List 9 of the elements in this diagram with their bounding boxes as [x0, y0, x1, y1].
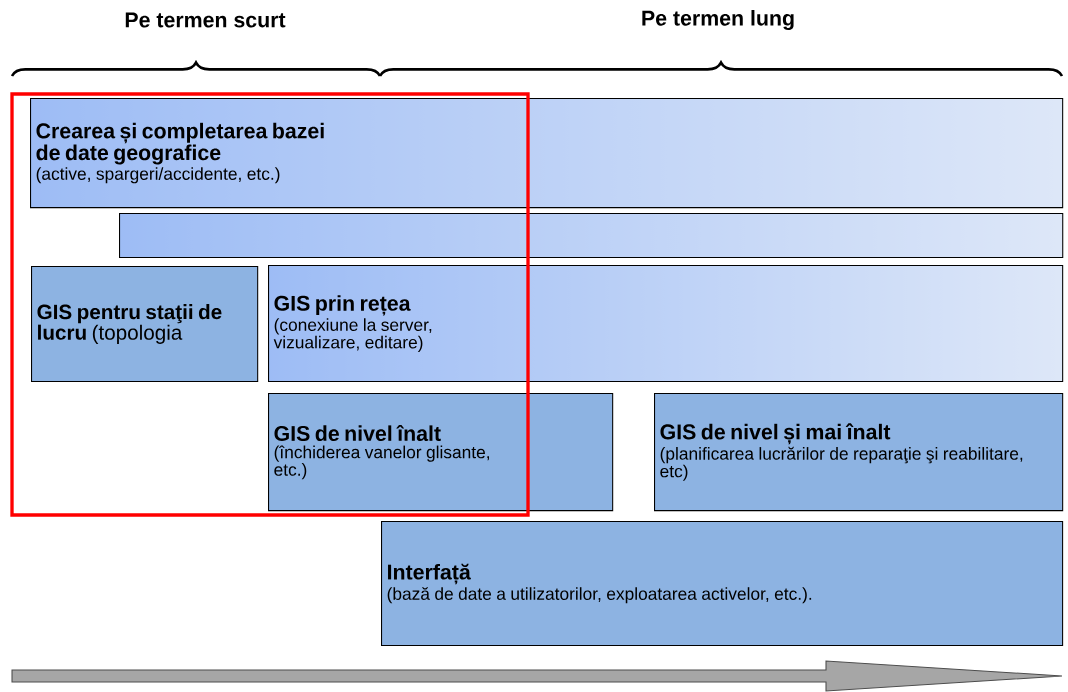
- period-label: Pe termen scurt: [125, 12, 286, 28]
- process-box: GIS de nivel înalt (închiderea vanelor glisante, etc.): [268, 393, 614, 512]
- process-bar: Crearea și completarea bazei de date geografice (active, spargeri/accidente, etc.): [30, 98, 1064, 209]
- period-label: Pe termen lung: [642, 10, 794, 30]
- process-bar: GIS prin rețea (conexiune la server, vizualizare, editare): [268, 265, 1064, 383]
- process-bar: [119, 213, 1064, 259]
- process-box: Interfață (bază de date a utilizatorilor, exploatarea activelor, etc.).: [381, 521, 1064, 647]
- process-box: GIS pentru staţii de lucru (topologia: [31, 266, 259, 382]
- process-box: GIS de nivel și mai înalt (planificarea lucrărilor de reparaţie şi reabilitare, etc): [654, 393, 1064, 512]
